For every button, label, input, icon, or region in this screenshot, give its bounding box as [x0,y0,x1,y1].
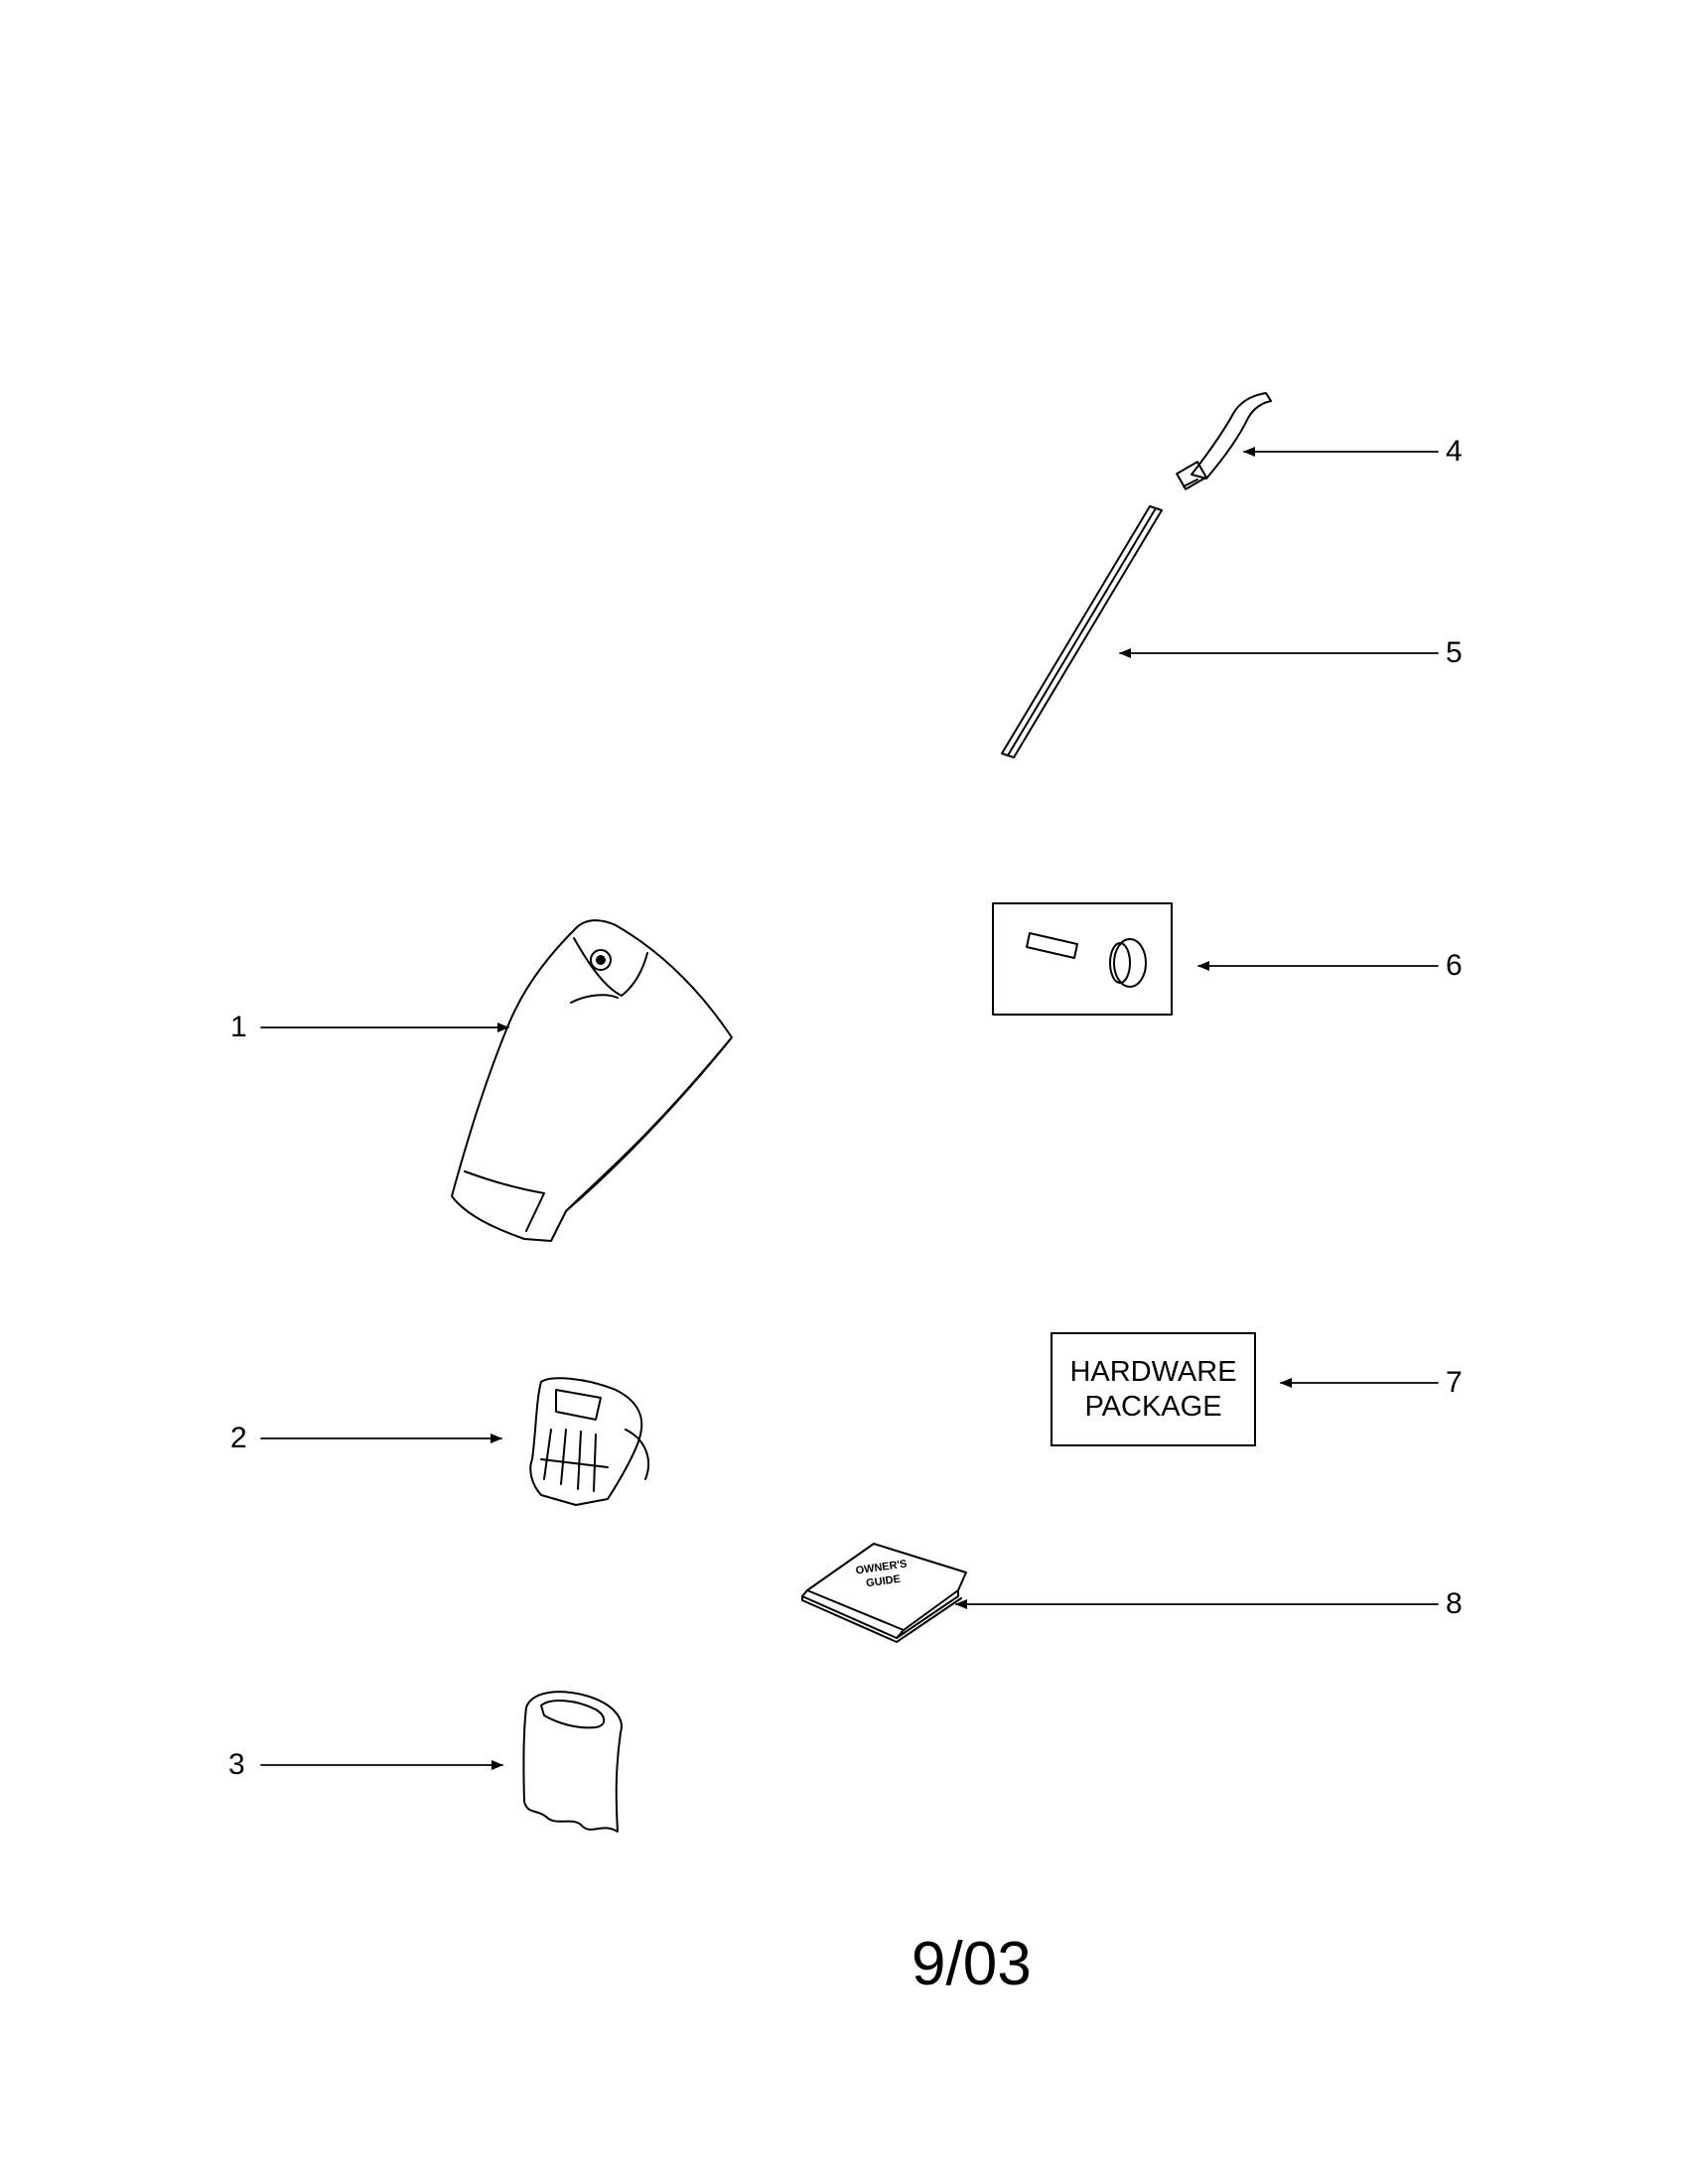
bag-housing-icon [451,919,733,1242]
callout-number-1: 1 [230,1011,247,1043]
hardware-kit-icon [992,902,1173,1016]
filter-cage-icon [529,1377,650,1506]
date-stamp: 9/03 [912,1930,1032,1998]
owners-guide-title-line1: OWNER'S [855,1558,908,1576]
owners-guide-title-line2: GUIDE [865,1573,901,1590]
leader-lines [260,447,1439,1770]
handle-tube-icon [1001,505,1163,758]
owners-guide-icon: OWNER'S GUIDE [801,1543,967,1643]
callout-number-5: 5 [1446,636,1463,669]
callout-number-4: 4 [1446,435,1463,468]
callout-number-3: 3 [228,1748,245,1781]
hardware-package-line1: HARDWARE [1069,1355,1237,1388]
hardware-package-line2: PACKAGE [1084,1390,1222,1423]
callout-number-7: 7 [1446,1366,1463,1399]
callout-number-6: 6 [1446,949,1463,982]
callout-number-8: 8 [1446,1587,1463,1620]
callout-number-2: 2 [230,1422,247,1454]
handle-grip-icon [1176,392,1272,490]
hardware-package-icon: HARDWARE PACKAGE [1051,1332,1256,1446]
filter-bag-icon [522,1691,623,1833]
